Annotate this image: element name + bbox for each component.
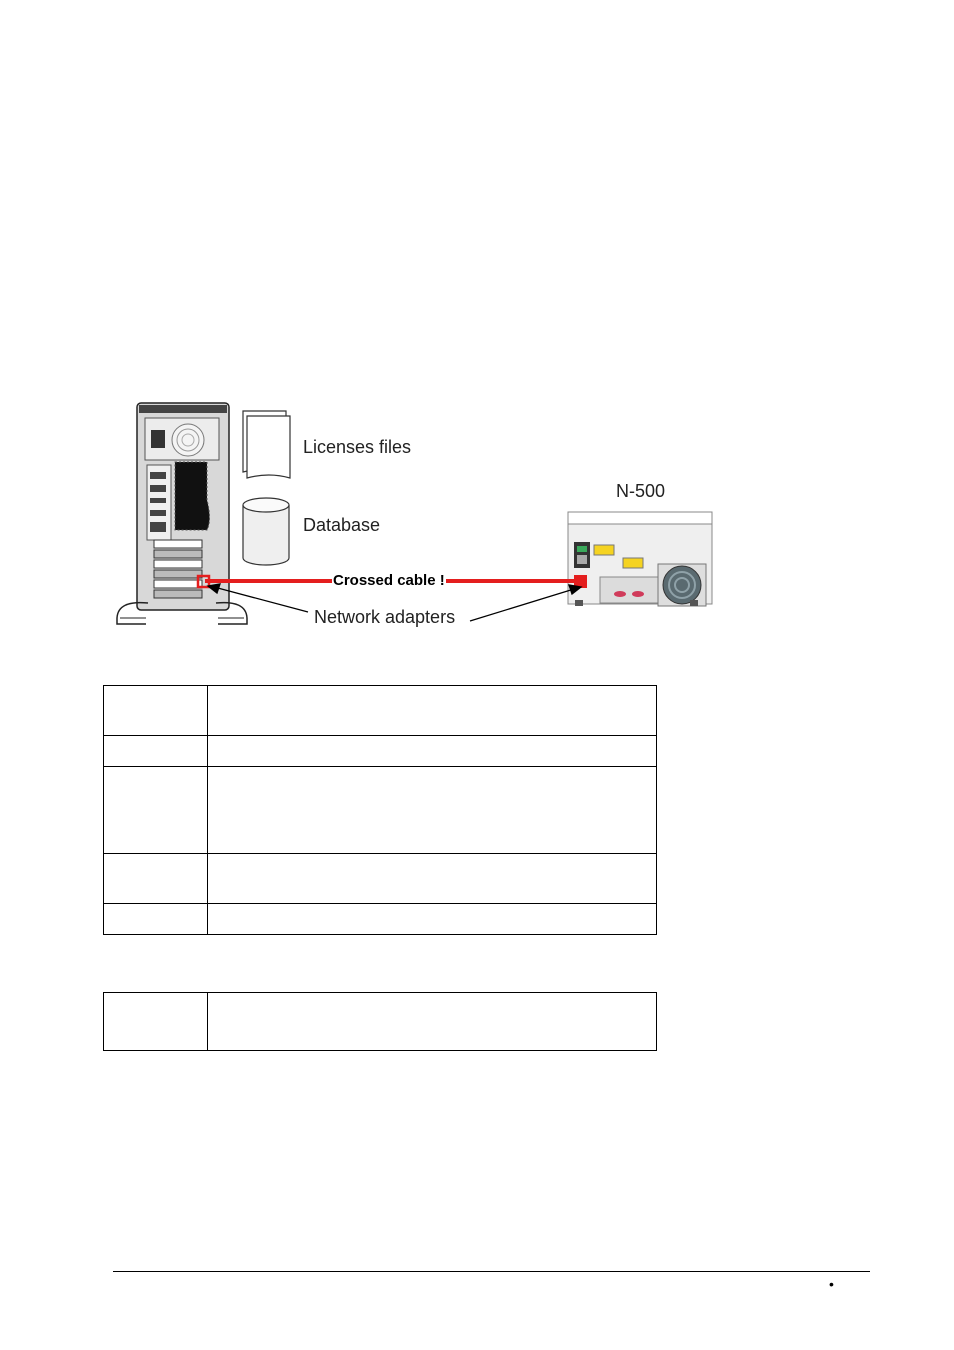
note-table [103,992,657,1051]
n500-device-icon [567,511,713,607]
table-row [103,735,657,767]
table-cell [207,903,657,935]
table-row [103,685,657,736]
table-row [103,766,657,854]
adapter-arrows [206,583,583,622]
footer-divider [113,1271,870,1272]
pc-tower-icon [116,402,248,625]
licenses-files-label: Licenses files [303,437,412,457]
database-icon [242,497,290,566]
table-cell [103,766,208,854]
table-cell [103,685,208,736]
table-row [103,853,657,904]
table-cell [103,853,208,904]
network-adapters-label: Network adapters [314,607,456,627]
crossed-cable-label: Crossed cable ! [332,572,446,589]
table-cell [207,735,657,767]
table-cell [103,992,208,1051]
table-cell [103,903,208,935]
document-icon [242,410,291,479]
table-cell [207,766,657,854]
table-cell [103,735,208,767]
table-cell [207,685,657,736]
database-label: Database [303,515,381,535]
table-cell [207,853,657,904]
device-label: N-500 [616,481,666,501]
table-row [103,903,657,935]
settings-table [103,685,657,935]
table-row [103,992,657,1051]
network-diagram: Licenses files Database N-500 Crossed ca… [0,0,954,660]
table-cell [207,992,657,1051]
footer-bullet: • [829,1276,834,1292]
